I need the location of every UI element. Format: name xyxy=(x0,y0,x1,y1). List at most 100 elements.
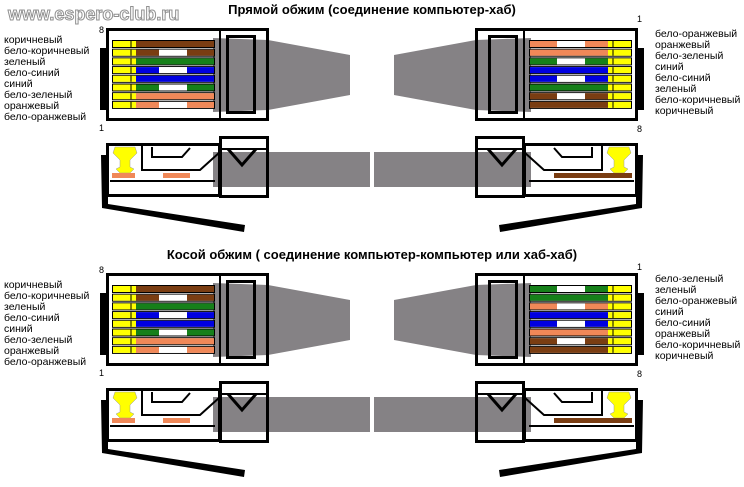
wire-channel xyxy=(529,293,632,302)
contact xyxy=(113,346,136,353)
inner-shell xyxy=(523,391,603,416)
pin-number: 8 xyxy=(637,369,643,379)
wire-channel xyxy=(112,83,215,92)
label: синий xyxy=(4,78,33,90)
label: коричневый xyxy=(4,279,63,291)
wire-stripe xyxy=(159,49,187,56)
wire xyxy=(530,294,608,301)
crossover-right-labels: бело-зеленый зеленый бело-оранжевый сини… xyxy=(655,274,740,362)
wire-channel xyxy=(112,302,215,311)
wire-segment xyxy=(187,294,214,301)
wire-segment xyxy=(530,303,557,310)
contact xyxy=(113,312,136,319)
wire-channel xyxy=(529,337,632,346)
wire-segment xyxy=(530,93,557,100)
pin-number: 1 xyxy=(637,14,643,24)
label: коричневый xyxy=(655,105,714,117)
wire-channel xyxy=(529,57,632,66)
wire-channel xyxy=(529,302,632,311)
cable xyxy=(394,283,531,357)
contact xyxy=(608,294,631,301)
straight-right-labels: бело-оранжевый оранжевый бело-зеленый си… xyxy=(655,29,740,117)
wire xyxy=(554,173,632,178)
contact xyxy=(608,312,631,319)
label: бело-зеленый xyxy=(655,50,724,62)
label: бело-коричневый xyxy=(655,94,741,106)
wire-channel xyxy=(529,74,632,83)
wire-segment xyxy=(136,67,159,74)
contact xyxy=(113,101,136,108)
latch xyxy=(499,155,643,232)
wire-segment xyxy=(136,312,159,319)
contact xyxy=(113,303,136,310)
contact xyxy=(113,49,136,56)
contact-blade xyxy=(606,146,632,174)
wire-segment xyxy=(136,329,159,336)
contact xyxy=(113,320,136,327)
latch-tab xyxy=(637,293,644,355)
cable-clamp xyxy=(219,381,269,443)
label: бело-синий xyxy=(4,312,60,324)
contact xyxy=(608,84,631,91)
connector-body xyxy=(106,28,269,121)
wire-segment xyxy=(530,338,557,345)
wire-channel xyxy=(529,83,632,92)
wire xyxy=(136,286,214,292)
wire-channel xyxy=(112,337,215,346)
contact-blade xyxy=(112,391,138,419)
wire-segment xyxy=(136,346,159,353)
contact xyxy=(113,338,136,345)
pin-number: 1 xyxy=(637,262,643,272)
contact-blade xyxy=(112,146,138,174)
inner-shell xyxy=(141,146,221,171)
label: бело-коричневый xyxy=(4,45,90,57)
inner-shell xyxy=(141,391,221,416)
label: зеленый xyxy=(4,301,46,313)
contact xyxy=(113,58,136,65)
wire xyxy=(136,75,214,82)
contact xyxy=(113,84,136,91)
wire-segment xyxy=(187,84,214,91)
wire-channel xyxy=(529,311,632,320)
wire-segment xyxy=(530,320,557,327)
label: оранжевый xyxy=(4,345,60,357)
contact-blade xyxy=(606,391,632,419)
cable-clamp xyxy=(226,280,256,359)
wire-channel xyxy=(529,328,632,337)
wire-stripe xyxy=(159,67,187,74)
label: бело-синий xyxy=(4,67,60,79)
wire-segment xyxy=(187,101,214,108)
wire xyxy=(554,418,632,423)
clamp-wedge xyxy=(226,393,258,413)
label: бело-оранжевый xyxy=(4,356,87,368)
wire xyxy=(136,320,214,327)
wire-channel xyxy=(112,48,215,57)
wire-segment xyxy=(585,303,608,310)
wire-channel xyxy=(529,66,632,75)
label: бело-зеленый xyxy=(4,89,73,101)
wire-stripe xyxy=(557,75,585,82)
wire-segment xyxy=(163,173,190,178)
wire-segment xyxy=(163,418,190,423)
inner-notch xyxy=(553,392,593,403)
wire-segment xyxy=(585,75,608,82)
latch-tab xyxy=(637,48,644,110)
latch xyxy=(101,155,245,232)
cable xyxy=(374,397,531,432)
wire-channel xyxy=(112,293,215,302)
cable-clamp xyxy=(475,381,525,443)
crossover-left-labels: коричневый бело-коричневый зеленый бело-… xyxy=(4,280,89,368)
wire-segment xyxy=(187,329,214,336)
straight-crimp-title: Прямой обжим (соединение компьютер-хаб) xyxy=(228,2,516,17)
label: бело-синий xyxy=(655,72,711,84)
label: синий xyxy=(655,61,684,73)
inner-shell xyxy=(523,146,603,171)
wire-stripe xyxy=(557,286,585,292)
wire-segment xyxy=(585,338,608,345)
label: бело-коричневый xyxy=(4,290,90,302)
label: бело-зеленый xyxy=(4,334,73,346)
wire-channel xyxy=(529,100,632,109)
latch-tab xyxy=(100,48,107,110)
